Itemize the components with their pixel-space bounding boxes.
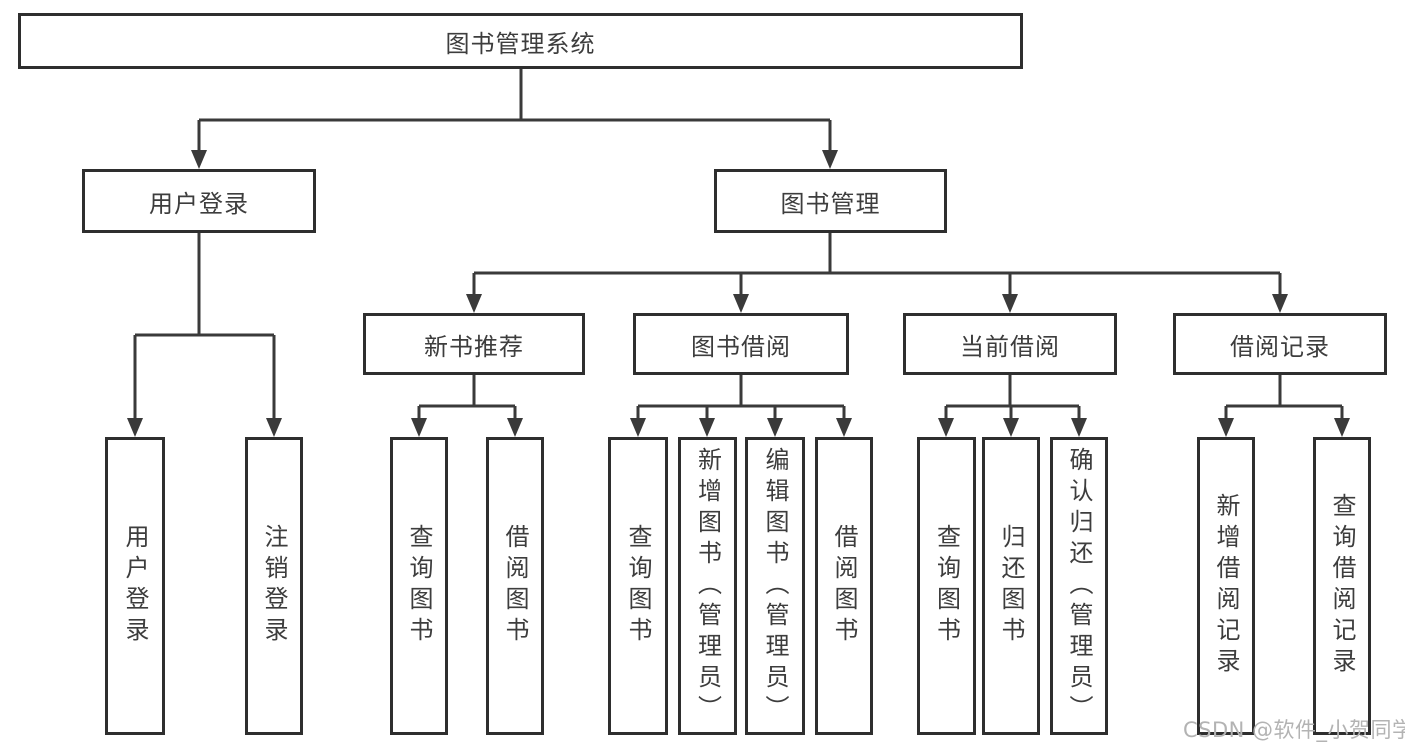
arrow-down-icon xyxy=(507,418,523,437)
connector-root-to-level2 xyxy=(197,69,832,152)
node-leaf-borrow-books: 借阅图书 xyxy=(815,437,873,735)
node-user-login: 用户登录 xyxy=(82,169,316,233)
leaf-label: 借阅图书 xyxy=(830,524,858,648)
arrowheads xyxy=(127,150,1350,437)
connector-current-borrow-to-leaves xyxy=(944,375,1081,420)
connector-records-to-leaves xyxy=(1224,375,1344,420)
leaf-label: 借阅图书 xyxy=(501,524,529,648)
arrow-down-icon xyxy=(1272,294,1288,313)
leaf-label: 新增图书（管理员） xyxy=(693,446,722,726)
node-borrow-records: 借阅记录 xyxy=(1173,313,1387,375)
node-book-management: 图书管理 xyxy=(714,169,947,233)
connector-lines xyxy=(133,69,1344,420)
node-new-book-recommend: 新书推荐 xyxy=(363,313,585,375)
connector-book-borrow-to-leaves xyxy=(636,375,846,420)
arrow-down-icon xyxy=(266,418,282,437)
leaf-label: 查询借阅记录 xyxy=(1328,493,1356,679)
node-leaf-logout: 注销登录 xyxy=(245,437,303,735)
arrow-down-icon xyxy=(411,418,427,437)
arrow-down-icon xyxy=(1218,418,1234,437)
arrow-down-icon xyxy=(1071,418,1087,437)
arrow-down-icon xyxy=(1003,418,1019,437)
arrow-down-icon xyxy=(699,418,715,437)
arrow-down-icon xyxy=(938,418,954,437)
node-leaf-query-books-borrow: 查询图书 xyxy=(608,437,668,735)
leaf-label: 用户登录 xyxy=(121,524,149,648)
node-leaf-confirm-return-admin: 确认归还（管理员） xyxy=(1050,437,1108,735)
node-leaf-query-borrow-record: 查询借阅记录 xyxy=(1313,437,1371,735)
leaf-label: 注销登录 xyxy=(260,524,288,648)
arrow-down-icon xyxy=(733,294,749,313)
arrow-down-icon xyxy=(822,150,838,169)
node-leaf-query-books-recommend: 查询图书 xyxy=(390,437,448,735)
node-leaf-edit-books-admin: 编辑图书（管理员） xyxy=(745,437,805,735)
arrow-down-icon xyxy=(191,150,207,169)
leaf-label: 确认归还（管理员） xyxy=(1065,446,1093,726)
node-leaf-user-login: 用户登录 xyxy=(105,437,165,735)
leaf-label: 编辑图书（管理员） xyxy=(761,446,789,726)
leaf-label: 新增借阅记录 xyxy=(1212,493,1240,679)
node-leaf-add-borrow-record: 新增借阅记录 xyxy=(1197,437,1255,735)
arrow-down-icon xyxy=(127,418,143,437)
node-leaf-borrow-books-recommend: 借阅图书 xyxy=(486,437,544,735)
node-leaf-return-books: 归还图书 xyxy=(982,437,1040,735)
leaf-label: 查询图书 xyxy=(624,524,652,648)
node-root-library-system: 图书管理系统 xyxy=(18,13,1023,69)
arrow-down-icon xyxy=(1334,418,1350,437)
connector-book-mgmt-to-level3 xyxy=(472,233,1282,296)
arrow-down-icon xyxy=(466,294,482,313)
node-book-borrow: 图书借阅 xyxy=(633,313,849,375)
connector-user-login-to-leaves xyxy=(133,233,276,420)
node-leaf-query-books-current: 查询图书 xyxy=(917,437,976,735)
arrow-down-icon xyxy=(836,418,852,437)
node-leaf-add-books-admin: 新增图书（管理员） xyxy=(678,437,737,735)
connector-new-book-to-leaves xyxy=(417,375,517,420)
node-current-borrow: 当前借阅 xyxy=(903,313,1117,375)
leaf-label: 归还图书 xyxy=(997,524,1025,648)
arrow-down-icon xyxy=(630,418,646,437)
csdn-watermark: CSDN @软件_小贺同学 xyxy=(1183,718,1405,742)
arrow-down-icon xyxy=(767,418,783,437)
leaf-label: 查询图书 xyxy=(932,524,961,648)
arrow-down-icon xyxy=(1002,294,1018,313)
leaf-label: 查询图书 xyxy=(405,524,433,648)
